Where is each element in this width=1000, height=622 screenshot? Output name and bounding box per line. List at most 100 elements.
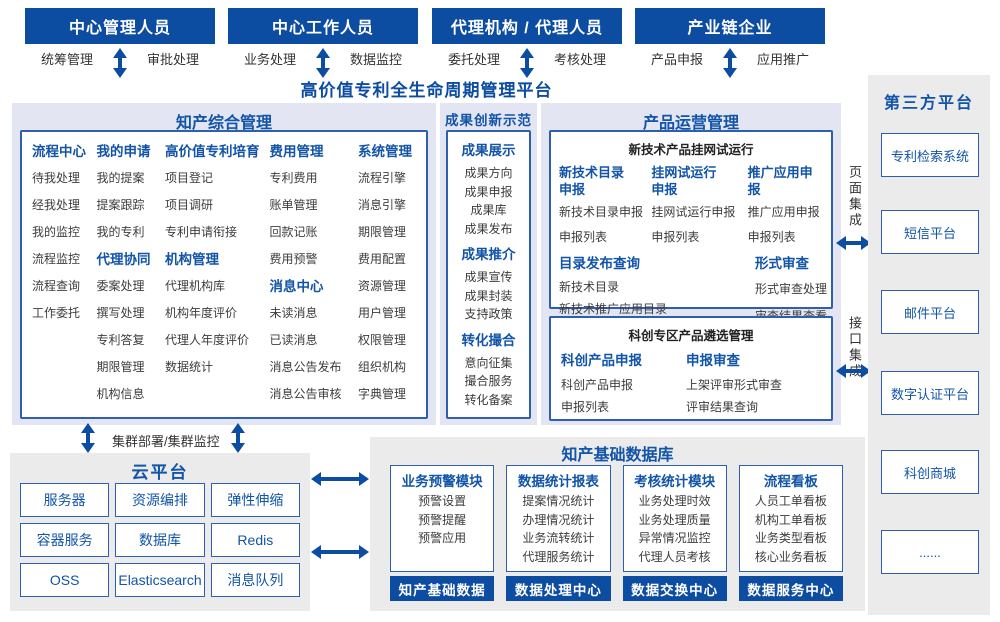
group-title: 我的申请 <box>96 144 151 159</box>
menu-item: 机构工单看板 <box>754 512 827 527</box>
menu-item: 业务处理时效 <box>638 494 711 508</box>
platform-title: 高价值专利全生命周期管理平台 <box>300 81 553 100</box>
cloud-service-box: 资源编排 <box>115 483 205 517</box>
group-items: 待我处理经我处理我的监控流程监控流程查询工作委托 <box>32 165 94 327</box>
cloud-service-box: 数据库 <box>115 523 205 557</box>
menu-item: 评审结果查询 <box>686 400 759 414</box>
module-footer: 数据处理中心 <box>506 576 611 601</box>
ip-columns: 流程中心 待我处理经我处理我的监控流程监控流程查询工作委托 我的申请 我的提案提… <box>22 132 426 408</box>
group: 高价值专利培育 项目登记项目调研专利申请衔接 <box>165 138 267 246</box>
menu-item: 费用预警 <box>269 252 318 266</box>
group-title: 消息中心 <box>269 279 324 294</box>
menu-item: 资源管理 <box>358 279 407 293</box>
menu-item: 新技术目录 <box>559 280 620 294</box>
product-column: 新技术目录申报 新技术目录申报申报列表 <box>559 164 651 250</box>
group: 我的申请 我的提案提案跟踪我的专利 <box>97 138 163 246</box>
group-title: 流程看板 <box>763 474 818 489</box>
persona-label: 统筹管理 <box>41 52 94 67</box>
innovation-groups: 成果展示 成果方向成果申报成果库成果发布 成果推介 成果宣传成果封装支持政策 转… <box>448 132 529 409</box>
menu-item: 专利申请衔接 <box>165 225 238 239</box>
module-box: 数据统计报表 提案情况统计办理情况统计业务流转统计代理服务统计 <box>506 465 611 572</box>
menu-item: 成果申报 <box>464 184 513 199</box>
menu-item: 消息公告审核 <box>269 387 342 401</box>
module-box: 流程看板 人员工单看板机构工单看板业务类型看板核心业务看板 <box>738 465 843 572</box>
double-arrow-icon <box>728 57 732 69</box>
group-title: 转化撮合 <box>461 332 516 348</box>
menu-item: 流程查询 <box>32 279 81 293</box>
cloud-service-box: 消息队列 <box>210 563 300 597</box>
cloud-service-box: Elasticsearch <box>115 563 205 597</box>
menu-item: 办理情况统计 <box>522 512 595 527</box>
menu-item: 转化备案 <box>464 392 513 407</box>
menu-item: 预警提醒 <box>418 512 467 527</box>
menu-item: 支持政策 <box>464 307 513 321</box>
menu-item: 撰写处理 <box>96 306 145 320</box>
product-columns: 新技术目录申报 新技术目录申报申报列表 挂网试运行申报 挂网试运行申报申报列表 … <box>551 158 831 250</box>
group-title: 目录发布查询 <box>559 256 640 271</box>
menu-item: 委案处理 <box>96 279 145 293</box>
menu-item: 科创产品申报 <box>561 378 634 392</box>
persona-label: 业务处理 <box>244 52 297 67</box>
menu-item: 新技术目录申报 <box>559 205 644 219</box>
third-party-box-sci-mall: 科创商城 <box>881 450 979 494</box>
menu-item: 工作委托 <box>32 306 81 320</box>
section-title: 知产综合管理 <box>175 115 272 132</box>
group-items: 新技术目录申报申报列表 <box>559 200 651 250</box>
menu-item: 项目调研 <box>165 198 214 212</box>
cloud-service-box: 服务器 <box>20 483 110 517</box>
api-integration-label: 接口集成 <box>847 316 862 380</box>
database-modules: 业务预警模块 预警设置预警提醒预警应用 知产基础数据 数据统计报表 提案情况统计… <box>390 465 843 601</box>
menu-item: 申报列表 <box>561 400 610 414</box>
menu-item: 成果宣传 <box>464 270 513 284</box>
menu-item: 预警设置 <box>418 494 467 508</box>
group-title: 流程中心 <box>32 144 86 159</box>
menu-item: 我的专利 <box>96 225 145 239</box>
menu-item: 回款记账 <box>269 225 318 239</box>
group-items: 业务处理时效业务处理质量异常情况监控代理人员考核 <box>624 492 726 566</box>
menu-item: 费用配置 <box>358 252 407 266</box>
group-title: 考核统计模块 <box>634 474 716 489</box>
ip-column: 流程中心 待我处理经我处理我的监控流程监控流程查询工作委托 <box>32 138 94 408</box>
menu-item: 提案跟踪 <box>96 198 145 212</box>
menu-item: 提案情况统计 <box>522 494 595 508</box>
group-items: 专利费用账单管理回款记账费用预警 <box>270 165 356 273</box>
menu-item: 消息引擎 <box>358 198 407 212</box>
menu-item: 形式审查处理 <box>755 282 828 296</box>
menu-item: 我的提案 <box>96 171 145 185</box>
persona-sub-labels: 业务处理 数据监控 <box>228 49 418 68</box>
cloud-service-box: OSS <box>20 563 110 597</box>
menu-item: 期限管理 <box>96 360 145 374</box>
group-title: 申报审查 <box>686 353 740 368</box>
menu-item: 待我处理 <box>32 171 81 185</box>
module-box: 业务预警模块 预警设置预警提醒预警应用 <box>390 465 495 572</box>
ip-column: 系统管理 流程引擎消息引擎期限管理费用配置资源管理用户管理权限管理组织机构字典管… <box>358 138 416 408</box>
group-items: 未读消息已读消息消息公告发布消息公告审核 <box>270 300 356 408</box>
persona-label: 考核处理 <box>553 52 606 67</box>
double-arrow-icon <box>118 57 122 69</box>
menu-item: 新技术推广应用目录 <box>559 302 668 316</box>
persona-sub-labels: 委托处理 考核处理 <box>432 49 622 68</box>
page-integration-label: 页面集成 <box>847 165 862 229</box>
group: 流程中心 待我处理经我处理我的监控流程监控流程查询工作委托 <box>32 138 94 327</box>
group-title: 成果推介 <box>461 247 516 262</box>
group-items: 预警设置预警提醒预警应用 <box>391 492 493 548</box>
menu-item: 业务处理质量 <box>638 512 711 527</box>
menu-item: 业务流转统计 <box>522 531 595 545</box>
ip-management-box: 流程中心 待我处理经我处理我的监控流程监控流程查询工作委托 我的申请 我的提案提… <box>20 130 428 419</box>
menu-item: 专利答复 <box>96 333 145 347</box>
menu-item: 消息公告发布 <box>269 360 342 374</box>
menu-item: 权限管理 <box>358 333 407 347</box>
group-items: 上架评审形式审查评审结果查询 <box>686 374 821 418</box>
menu-item: 推广应用申报 <box>747 205 820 219</box>
menu-item: 期限管理 <box>358 225 407 239</box>
double-arrow-icon <box>320 550 360 554</box>
menu-item: 账单管理 <box>269 198 318 212</box>
ip-column: 我的申请 我的提案提案跟踪我的专利 代理协同 委案处理撰写处理专利答复期限管理机… <box>97 138 163 408</box>
group-items: 科创产品申报申报列表 <box>561 374 686 418</box>
menu-item: 机构年度评价 <box>165 306 238 320</box>
database-module: 流程看板 人员工单看板机构工单看板业务类型看板核心业务看板 数据服务中心 <box>738 465 843 601</box>
group: 机构管理 代理机构库机构年度评价代理人年度评价数据统计 <box>165 246 267 381</box>
section-title: 成果创新示范 <box>445 113 532 128</box>
database-module: 数据统计报表 提案情况统计办理情况统计业务流转统计代理服务统计 数据处理中心 <box>506 465 611 601</box>
